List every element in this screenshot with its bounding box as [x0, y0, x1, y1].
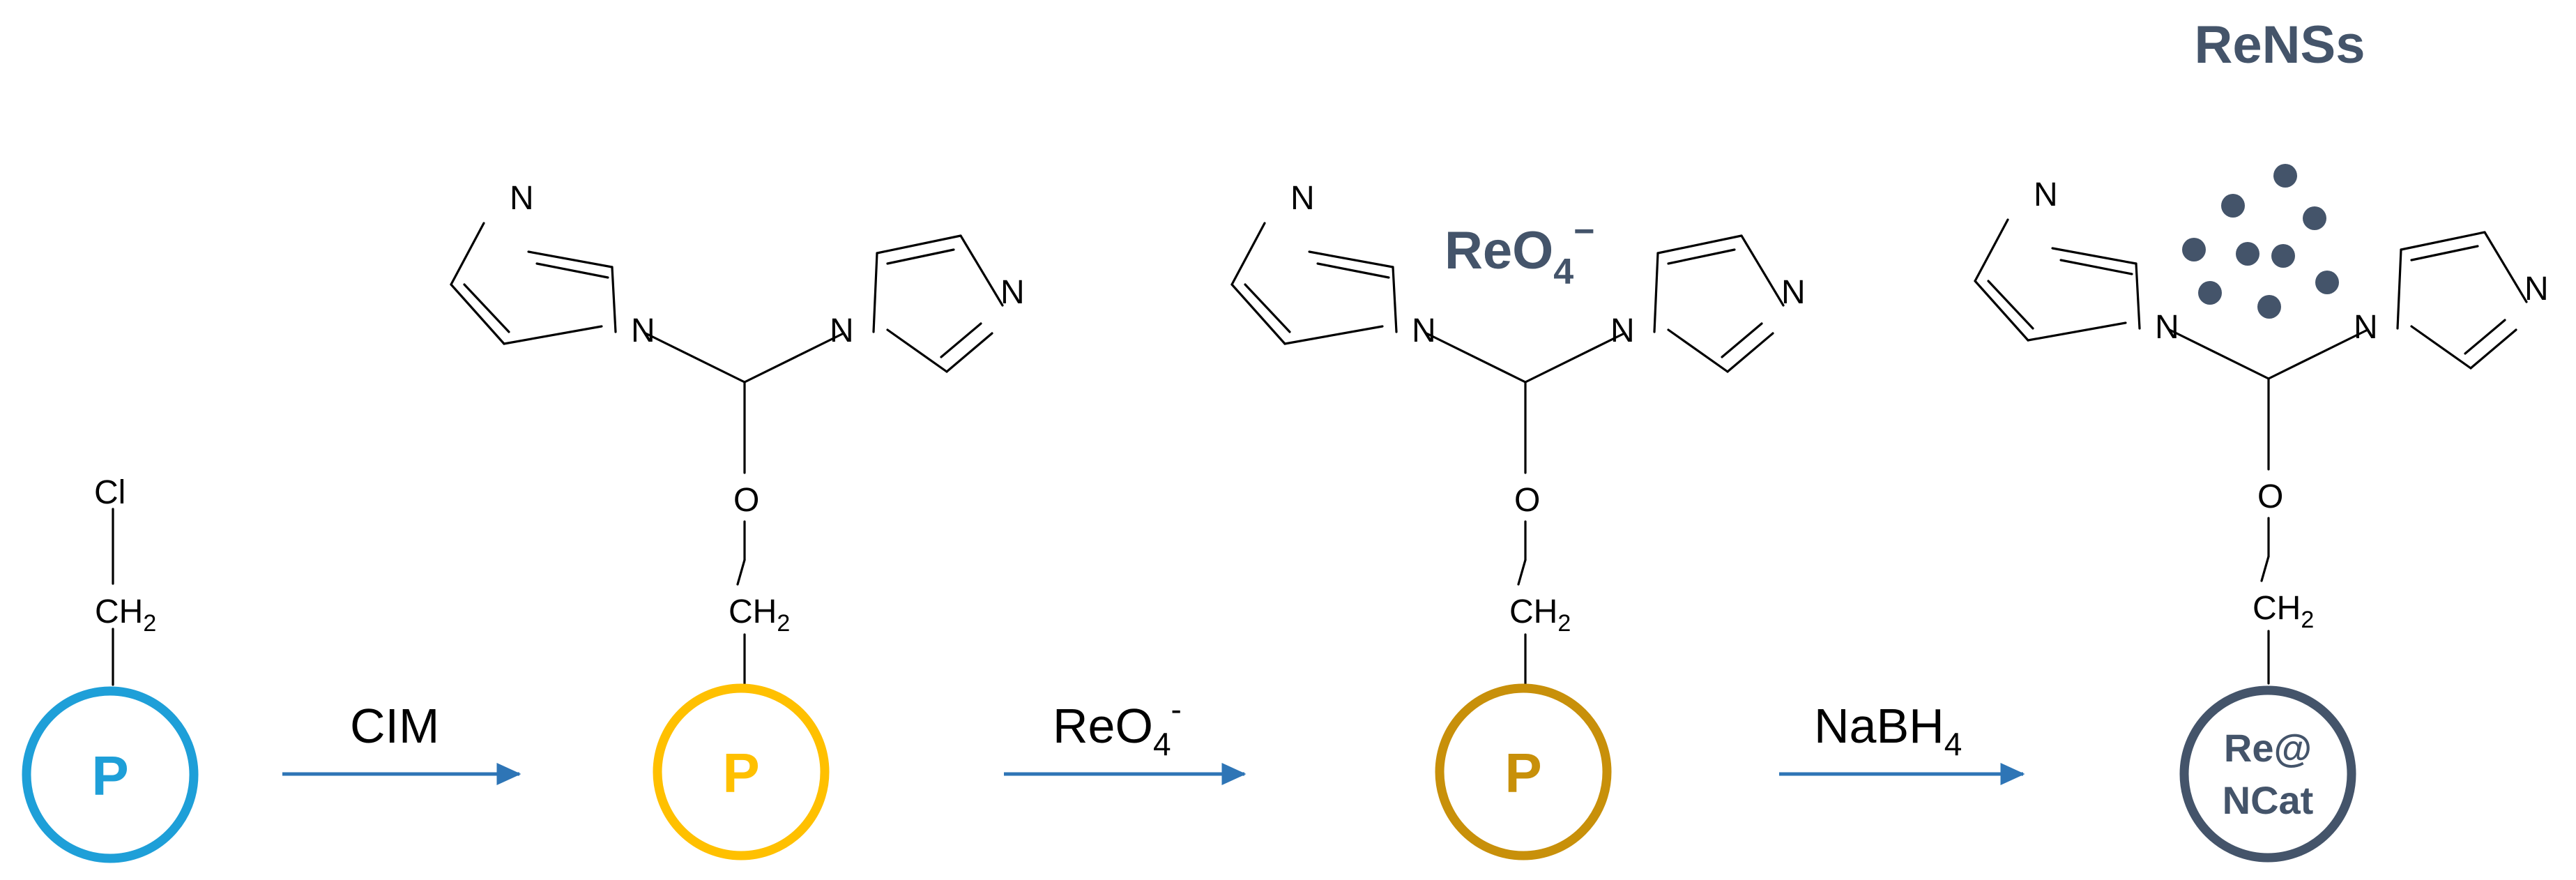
nanocluster-dot	[2271, 244, 2295, 268]
bead-label-p1: P	[91, 745, 128, 807]
n-label-top-left-4: N	[2034, 176, 2058, 213]
ch2-label-2: CH2	[729, 593, 790, 637]
polymer-bead-blue	[22, 686, 199, 863]
nanocluster-dot	[2315, 271, 2339, 294]
nanocluster-dot	[2182, 238, 2206, 261]
stage-re-ncat: N N N N O CH2 ReNSs Re@ NCat	[1974, 15, 2549, 863]
n-label-far-right-2: N	[1000, 274, 1025, 311]
bead-label-re-at: Re@	[2224, 726, 2312, 770]
n-label-right-4: N	[2354, 309, 2378, 346]
nanocluster-dot	[2273, 164, 2297, 188]
nanocluster-dot	[2198, 281, 2222, 305]
n-label-far-right-4: N	[2524, 271, 2549, 308]
ch2-label: CH2	[95, 593, 156, 637]
reaction-arrow-1: CIM	[282, 699, 521, 785]
polymer-bead-yellow	[653, 683, 830, 860]
reaction-arrow-3: NaBH4	[1779, 699, 2025, 785]
n-label-top-left-3: N	[1290, 180, 1315, 217]
n-label-left-2: N	[631, 312, 655, 349]
bead-label-p3: P	[1504, 742, 1541, 804]
stage-perrhenate: N N N N O CH2 ReO4− P	[1230, 180, 1806, 860]
nanocluster-dot	[2221, 194, 2245, 218]
ch2-label-4: CH2	[2253, 590, 2314, 633]
polymer-bead-amber	[1435, 683, 1612, 860]
n-label-left-3: N	[1412, 312, 1436, 349]
n-label-right-2: N	[830, 312, 854, 349]
renss-label: ReNSs	[2195, 15, 2365, 75]
reagent-cim: CIM	[350, 699, 439, 753]
n-label-top-left-2: N	[510, 180, 534, 217]
reagent-nabh4: NaBH4	[1814, 699, 1962, 762]
n-label-far-right-3: N	[1781, 274, 1806, 311]
ch2-label-3: CH2	[1509, 593, 1571, 637]
rhenium-nanoclusters	[2182, 164, 2339, 319]
n-label-left-4: N	[2155, 309, 2179, 346]
o-label-4: O	[2257, 478, 2283, 515]
o-label-3: O	[1514, 482, 1540, 519]
polymer-bead-slate	[2179, 685, 2356, 863]
nanocluster-dot	[2303, 206, 2326, 230]
bead-label-ncat: NCat	[2223, 778, 2314, 822]
perrhenate-annotation: ReO4−	[1445, 211, 1595, 292]
chlorine-label: Cl	[94, 474, 125, 511]
imidazole-linker-4	[1974, 218, 2528, 582]
n-label-right-3: N	[1610, 312, 1635, 349]
nanocluster-dot	[2257, 295, 2281, 319]
stage-chloromethyl: Cl CH2 P	[22, 474, 199, 863]
reaction-arrow-2: ReO4-	[1004, 691, 1247, 785]
stage-imidazolyl: N N N N O CH2 P	[450, 180, 1025, 860]
bead-label-p2: P	[722, 742, 759, 804]
o-label-2: O	[733, 482, 759, 519]
reagent-perrhenate: ReO4-	[1053, 691, 1182, 762]
nanocluster-dot	[2236, 242, 2259, 266]
imidazole-linker-2	[450, 222, 1004, 586]
